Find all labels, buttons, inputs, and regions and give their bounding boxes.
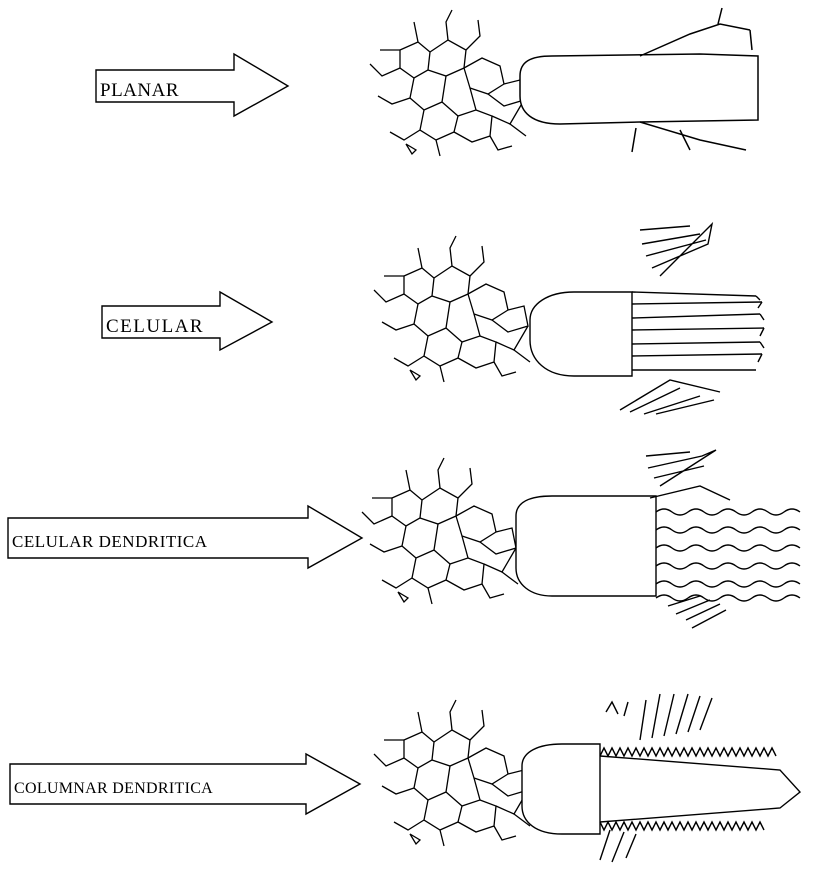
growth-front-celular: [530, 224, 764, 414]
growth-front-planar: [520, 8, 758, 152]
grains-planar: [370, 10, 526, 156]
label-celular: CELULAR: [106, 316, 204, 337]
row-planar: PLANAR: [96, 8, 758, 156]
row-celular: CELULAR: [102, 224, 764, 414]
row-columnar-dendritica: COLUMNAR DENDRITICA: [10, 694, 800, 862]
grains-columnar-dendritica: [374, 700, 530, 846]
growth-front-celular-dendritica: [516, 450, 800, 628]
grains-celular: [374, 236, 530, 382]
label-columnar-dendritica: COLUMNAR DENDRITICA: [14, 780, 213, 797]
growth-front-columnar-dendritica: [522, 694, 800, 862]
label-celular-dendritica: CELULAR DENDRITICA: [12, 532, 208, 551]
grains-celular-dendritica: [362, 458, 518, 604]
label-planar: PLANAR: [100, 80, 179, 101]
row-celular-dendritica: CELULAR DENDRITICA: [8, 450, 800, 628]
